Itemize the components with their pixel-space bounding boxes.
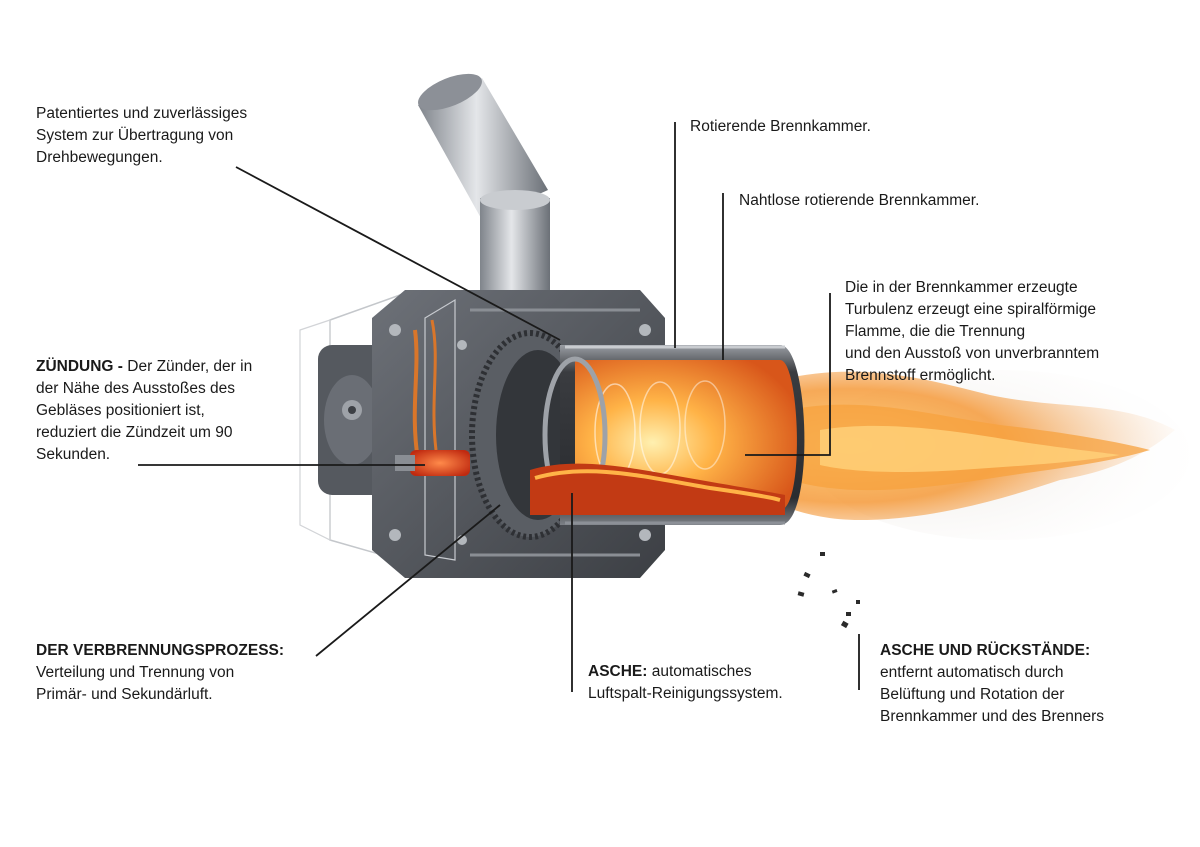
callout-lines bbox=[138, 122, 860, 692]
label-ash-residue: ASCHE UND RÜCKSTÄNDE: entfernt automatis… bbox=[880, 640, 1104, 728]
label-ignition-line-1: Der Zünder, der in bbox=[127, 358, 253, 375]
label-seamless-line-1: Nahtlose rotierende Brennkammer. bbox=[739, 192, 980, 209]
label-turbulence-line-1: Die in der Brennkammer erzeugte bbox=[845, 279, 1078, 296]
leader-line-drive bbox=[235, 166, 561, 341]
label-ash-residue-line-3: Brennkammer und des Brenners bbox=[880, 708, 1105, 725]
label-drive-line-2: System zur Übertragung von bbox=[36, 127, 234, 144]
label-combustion: DER VERBRENNUNGSPROZESS: Verteilung und … bbox=[36, 640, 284, 706]
label-ash-line-2: Luftspalt-Reinigungssystem. bbox=[588, 685, 783, 702]
label-turbulence-line-3: Flamme, die die Trennung bbox=[845, 323, 1026, 340]
label-drive-system: Patentiertes und zuverlässiges System zu… bbox=[36, 103, 247, 169]
label-ignition-heading: ZÜNDUNG - bbox=[36, 358, 128, 375]
label-ash-residue-heading: ASCHE UND RÜCKSTÄNDE: bbox=[880, 642, 1091, 659]
label-turbulence-line-2: Turbulenz erzeugt eine spiralförmige bbox=[845, 301, 1096, 318]
label-seamless-chamber: Nahtlose rotierende Brennkammer. bbox=[739, 190, 979, 212]
label-turbulence-line-5: Brennstoff ermöglicht. bbox=[845, 367, 996, 384]
label-ash-residue-line-2: Belüftung und Rotation der bbox=[880, 686, 1065, 703]
label-ash-line-1: automatisches bbox=[647, 663, 752, 680]
label-ignition: ZÜNDUNG - Der Zünder, der in der Nähe de… bbox=[36, 356, 252, 466]
label-rotating-line-1: Rotierende Brennkammer. bbox=[690, 118, 871, 135]
label-ignition-line-2: der Nähe des Ausstoßes des bbox=[36, 380, 236, 397]
label-rotating-chamber: Rotierende Brennkammer. bbox=[690, 116, 871, 138]
label-drive-line-1: Patentiertes und zuverlässiges bbox=[36, 105, 248, 122]
label-ignition-line-4: reduziert die Zündzeit um 90 bbox=[36, 424, 233, 441]
label-ash-heading: ASCHE: bbox=[588, 663, 648, 680]
fuel-inlet-pipe bbox=[418, 73, 550, 308]
leader-line-combustion bbox=[315, 504, 501, 657]
label-ash-residue-line-1: entfernt automatisch durch bbox=[880, 664, 1064, 681]
label-combustion-line-2: Primär- und Sekundärluft. bbox=[36, 686, 213, 703]
igniter bbox=[395, 450, 470, 476]
ash-particles bbox=[797, 552, 860, 629]
label-ignition-line-3: Gebläses positioniert ist, bbox=[36, 402, 205, 419]
label-ash: ASCHE: automatisches Luftspalt-Reinigung… bbox=[588, 661, 783, 705]
label-turbulence-line-4: und den Ausstoß von unverbranntem bbox=[845, 345, 1100, 362]
combustion-chamber bbox=[530, 345, 805, 525]
label-combustion-heading: DER VERBRENNUNGSPROZESS: bbox=[36, 642, 285, 659]
label-ignition-line-5: Sekunden. bbox=[36, 446, 111, 463]
label-drive-line-3: Drehbewegungen. bbox=[36, 149, 163, 166]
flame-plume bbox=[770, 370, 1190, 540]
label-combustion-line-1: Verteilung und Trennung von bbox=[36, 664, 235, 681]
label-turbulence: Die in der Brennkammer erzeugte Turbulen… bbox=[845, 277, 1099, 387]
leader-line-turbulence bbox=[745, 293, 831, 456]
